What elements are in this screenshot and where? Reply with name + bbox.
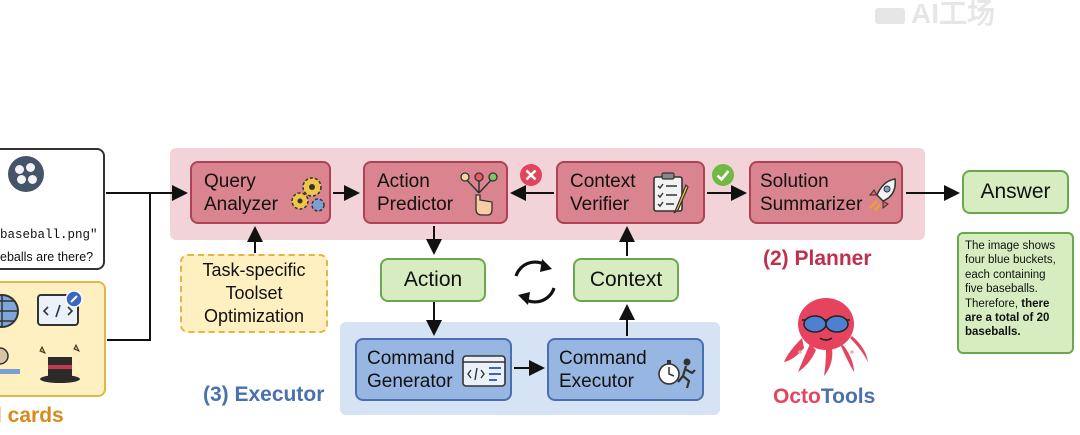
command-generator-label: Command Generator <box>367 347 455 392</box>
watermark: AI工场 <box>875 0 995 32</box>
magic-hat-icon <box>39 343 81 383</box>
octotools-wordmark: OctoTools <box>773 385 876 408</box>
executor-title: (3) Executor <box>203 383 325 406</box>
decision-tree-pointer-icon <box>460 172 498 216</box>
answer-text-bold: there are a total of 20 baseballs. <box>965 297 1050 339</box>
rocket-icon <box>868 178 896 212</box>
action-box: Action <box>380 258 486 302</box>
answer-box: Answer <box>962 170 1069 214</box>
query-question: eballs are there? <box>0 250 94 264</box>
action-predictor-label: Action Predictor <box>377 170 454 215</box>
query-filename: baseball.png" <box>0 228 98 242</box>
context-verifier-box: Context Verifier <box>556 161 705 224</box>
command-executor-label: Command Executor <box>559 347 647 392</box>
gears-icon <box>291 177 325 212</box>
solution-summarizer-label: Solution Summarizer <box>760 170 863 215</box>
tool-cards-panel <box>0 281 106 397</box>
watermark-logo <box>875 7 905 24</box>
code-editor-icon <box>462 355 506 387</box>
toolset-optimization-box: Task-specific Toolset Optimization <box>180 254 328 333</box>
planner-title: (2) Planner <box>763 247 872 270</box>
cycle-icon <box>514 259 556 305</box>
command-executor-box: Command Executor <box>547 338 704 401</box>
baseball-icon <box>0 347 9 365</box>
command-generator-box: Command Generator <box>355 338 512 401</box>
reject-icon <box>520 164 542 186</box>
action-predictor-box: Action Predictor <box>363 161 508 224</box>
answer-text-box: The image shows four blue buckets, each … <box>957 232 1074 354</box>
code-window-icon <box>37 291 83 326</box>
tool-cards-label: l cards <box>0 404 64 427</box>
globe-icon <box>0 294 19 328</box>
running-stopwatch-icon <box>658 358 696 389</box>
query-card: baseball.png" eballs are there? <box>0 148 105 270</box>
context-verifier-label: Context Verifier <box>570 170 636 215</box>
baseball-image <box>8 156 44 192</box>
approve-icon <box>712 164 734 186</box>
solution-summarizer-box: Solution Summarizer <box>749 161 903 224</box>
answer-text: The image shows four blue buckets, each … <box>965 240 1056 310</box>
context-box: Context <box>573 258 679 302</box>
octopus-mascot-icon <box>784 298 868 376</box>
checklist-icon <box>653 172 689 214</box>
query-analyzer-box: Query Analyzer <box>190 161 331 224</box>
query-analyzer-label: Query Analyzer <box>204 170 278 215</box>
